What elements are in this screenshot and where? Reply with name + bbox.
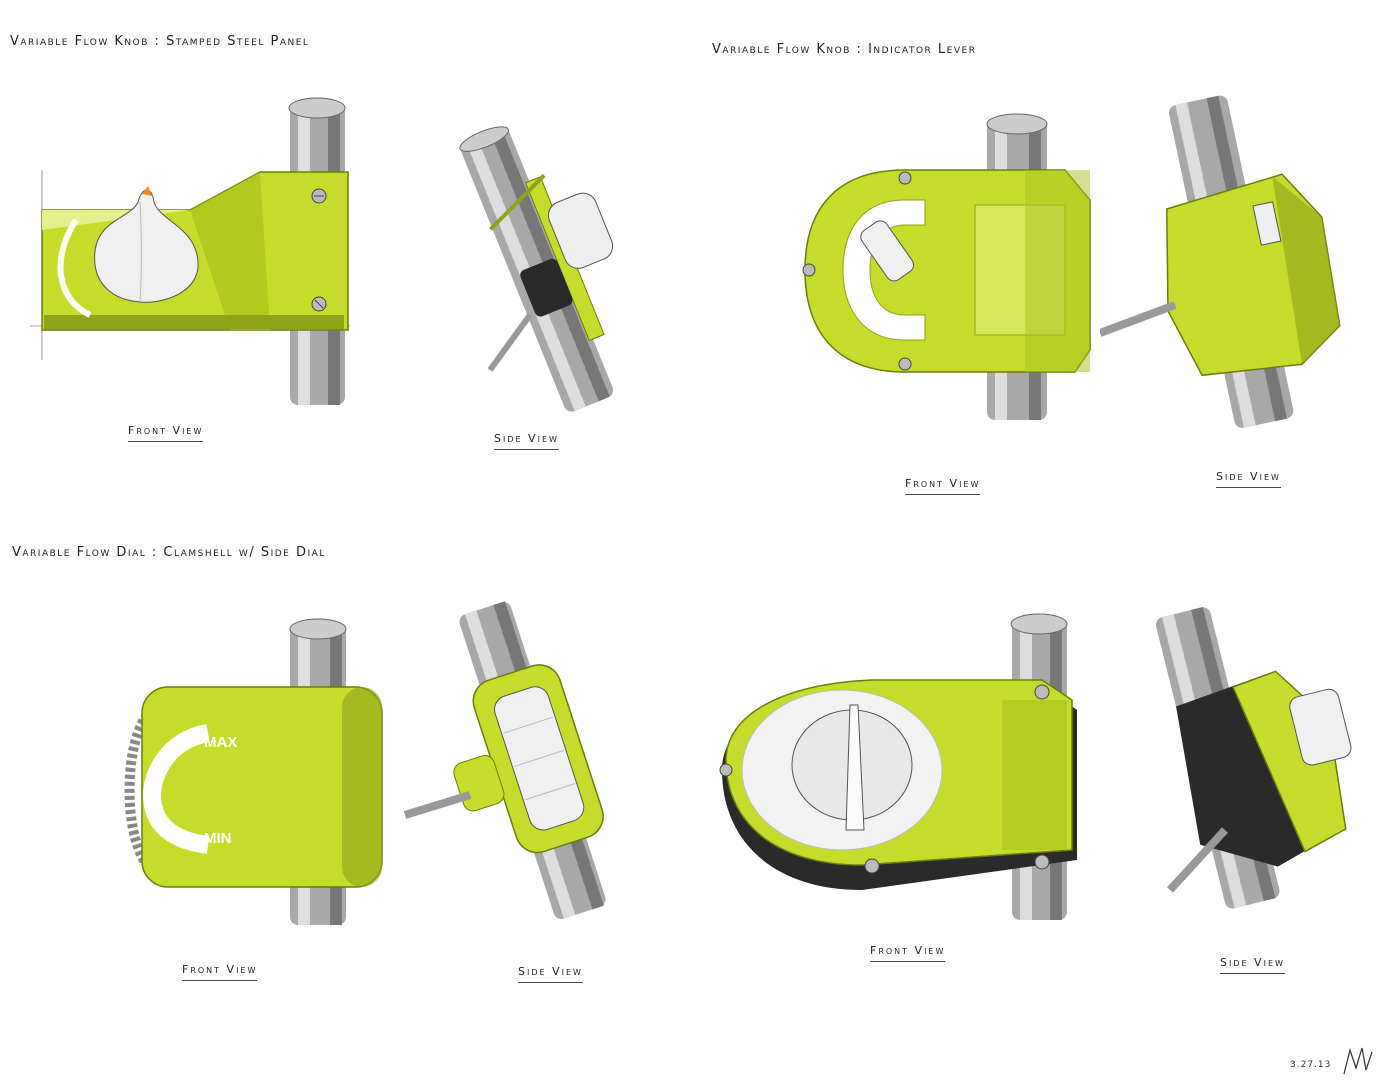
section-3-front-sketch: MAX MIN <box>112 615 392 935</box>
section-1-front-sketch <box>30 90 370 410</box>
section-2-front-label-text: Front View <box>905 477 981 490</box>
sketch-date: 3.27.13 <box>1290 1060 1332 1070</box>
section-3-title: Variable Flow Dial : Clamshell w/ Side D… <box>12 545 326 560</box>
section-3-side-label-text: Side View <box>518 965 583 978</box>
dial-max-label: MAX <box>204 734 237 751</box>
section-1-side-sketch <box>450 120 650 420</box>
section-1-front-label-text: Front View <box>128 424 204 437</box>
section-1-side-label: Side View <box>494 432 559 450</box>
section-3-side-label: Side View <box>518 965 583 983</box>
section-2-side-sketch <box>1100 95 1360 435</box>
section-4-side-sketch <box>1130 600 1380 910</box>
section-1-title: Variable Flow Knob : Stamped Steel Panel <box>10 34 310 49</box>
section-2-front-label: Front View <box>905 477 981 495</box>
section-3-side-sketch <box>395 600 635 930</box>
section-2-front-sketch <box>795 110 1105 430</box>
section-1-front-label: Front View <box>128 424 204 442</box>
artist-signature <box>1340 1040 1380 1080</box>
section-2-side-label-text: Side View <box>1216 470 1281 483</box>
section-4-front-sketch <box>712 600 1092 930</box>
section-2-side-label: Side View <box>1216 470 1281 488</box>
section-2-title: Variable Flow Knob : Indicator Lever <box>712 42 977 57</box>
section-3-front-label: Front View <box>182 963 258 981</box>
section-4-front-label-text: Front View <box>870 944 946 957</box>
dial-min-label: MIN <box>204 830 232 847</box>
section-1-side-label-text: Side View <box>494 432 559 445</box>
section-4-front-label: Front View <box>870 944 946 962</box>
section-4-side-label-text: Side View <box>1220 956 1285 969</box>
section-3-front-label-text: Front View <box>182 963 258 976</box>
section-4-side-label: Side View <box>1220 956 1285 974</box>
